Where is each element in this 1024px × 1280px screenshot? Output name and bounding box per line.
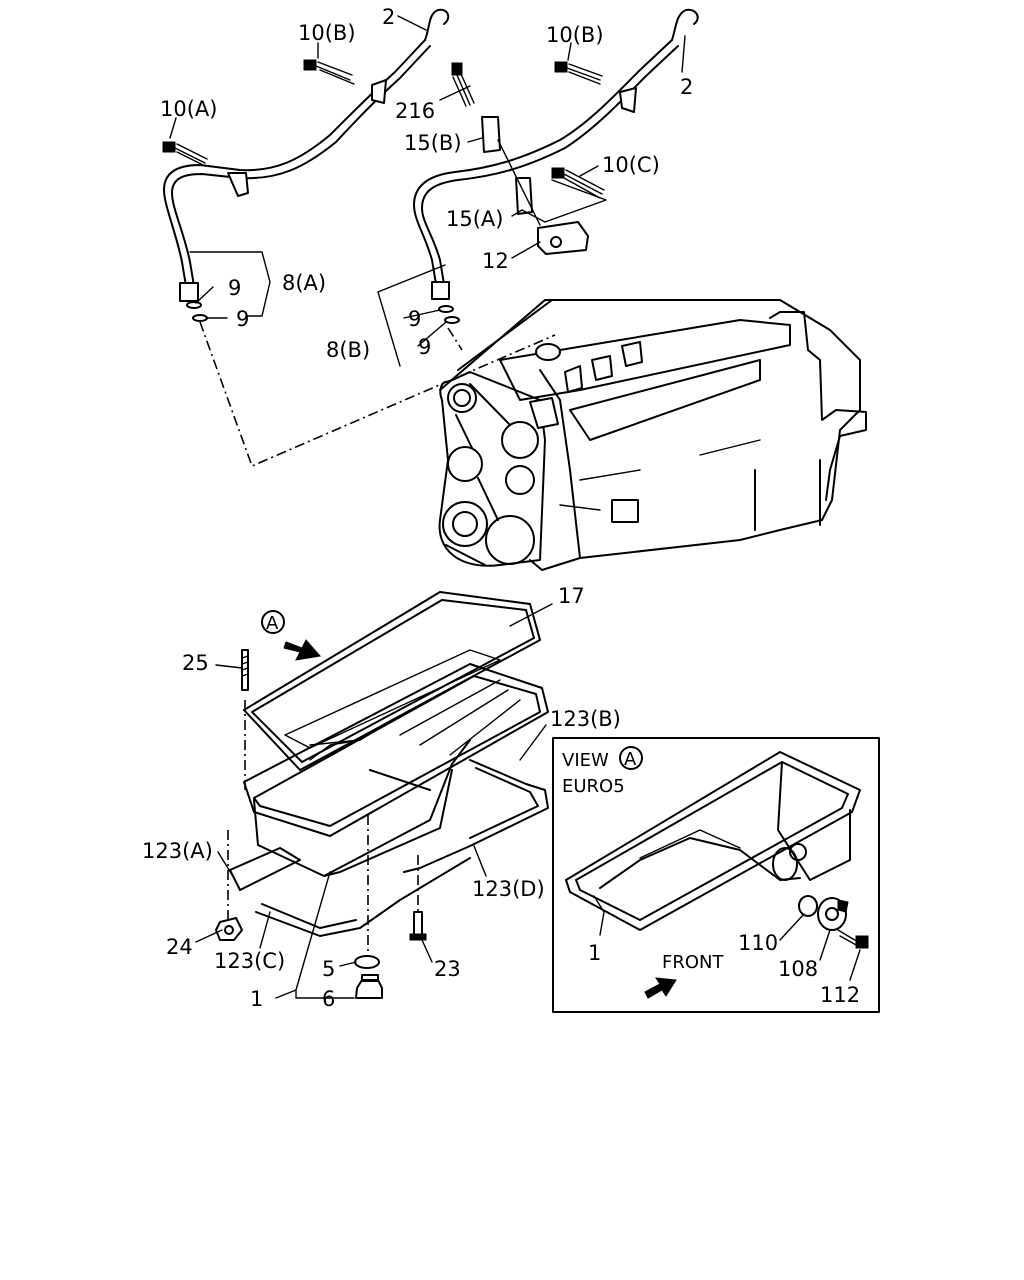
view-a-variant: EURO5 <box>562 776 625 797</box>
bracket-15a <box>515 177 533 215</box>
bracket-set <box>451 62 607 255</box>
bolt-112 <box>837 929 869 949</box>
label-1: 1 <box>250 987 263 1011</box>
label-6: 6 <box>322 987 335 1011</box>
stud-25 <box>241 649 249 691</box>
leader-lines-lower <box>195 603 553 999</box>
view-a-label-110: 110 <box>738 931 778 955</box>
label-8a: 8(A) <box>282 271 326 295</box>
label-10b-left: 10(B) <box>298 21 356 45</box>
bolt-10b-left <box>303 59 355 85</box>
label-10b-right: 10(B) <box>546 23 604 47</box>
label-2-left: 2 <box>382 5 395 29</box>
callout-labels: 10(B) 2 10(A) 10(B) 2 216 15(B) 10(C) 15… <box>142 5 693 1011</box>
dipstick-assembly-b <box>413 8 699 324</box>
tube-end-fitting <box>179 282 199 302</box>
view-a-title: VIEW <box>562 750 609 771</box>
front-arrow <box>644 977 677 999</box>
label-10c: 10(C) <box>602 153 660 177</box>
label-24: 24 <box>166 935 193 959</box>
engine-block <box>438 299 867 571</box>
label-23: 23 <box>434 957 461 981</box>
o-ring-9c <box>438 305 454 313</box>
label-2-right: 2 <box>680 75 693 99</box>
marker-a-letter: A <box>266 613 279 634</box>
view-a-oil-pan <box>565 751 861 931</box>
label-15b: 15(B) <box>404 131 462 155</box>
bolt-10c <box>551 167 605 199</box>
leader-lines-view <box>593 895 861 981</box>
label-123a: 123(A) <box>142 839 213 863</box>
dipstick-assembly-a <box>162 8 450 322</box>
o-ring-9a <box>186 301 202 309</box>
label-123d: 123(D) <box>472 877 545 901</box>
label-9d: 9 <box>418 335 431 359</box>
label-10a: 10(A) <box>160 97 217 121</box>
label-8b: 8(B) <box>326 338 370 362</box>
assembly-line-b <box>447 327 463 351</box>
bolt-10b-right <box>554 61 603 85</box>
label-17: 17 <box>558 584 585 608</box>
leader-lines-top <box>169 15 686 367</box>
label-9a: 9 <box>228 276 241 300</box>
bolt-216 <box>451 62 475 107</box>
view-a-labels: VIEW A EURO5 FRONT 1 110 108 112 <box>562 749 860 1007</box>
bracket-15b <box>481 116 501 153</box>
label-216: 216 <box>395 99 435 123</box>
view-marker-circle <box>261 610 285 634</box>
o-ring-9b <box>192 314 208 322</box>
view-a-label-1: 1 <box>588 941 601 965</box>
oil-pan-gasket-17 <box>243 591 541 771</box>
view-a-marker-circle <box>619 746 643 770</box>
sensor-108 <box>817 897 849 931</box>
drain-plug-6 <box>355 974 383 999</box>
view-a-label-112: 112 <box>820 983 860 1007</box>
label-123b: 123(B) <box>550 707 621 731</box>
nut-24 <box>215 917 243 941</box>
bracket-12 <box>537 221 589 255</box>
view-a-marker-letter: A <box>624 749 637 770</box>
label-9b: 9 <box>236 307 249 331</box>
view-a-front: FRONT <box>662 952 724 973</box>
direction-arrow-a <box>283 639 321 661</box>
view-a-label-108: 108 <box>778 957 818 981</box>
label-123c: 123(C) <box>214 949 285 973</box>
oil-pan-1 <box>243 663 549 877</box>
label-12: 12 <box>482 249 509 273</box>
bolt-23 <box>409 911 427 941</box>
label-5: 5 <box>322 957 335 981</box>
tube-bracket <box>227 172 249 197</box>
o-ring-110 <box>798 895 818 917</box>
label-15a: 15(A) <box>446 207 503 231</box>
o-ring-9d <box>444 316 460 324</box>
label-9c: 9 <box>408 307 421 331</box>
bolt-10a <box>162 141 208 167</box>
view-a-box <box>552 737 880 1013</box>
tube-end-fitting-b <box>431 281 450 300</box>
washer-5 <box>354 955 380 969</box>
gaskets-123 <box>229 759 549 937</box>
label-25: 25 <box>182 651 209 675</box>
dipstick-handle <box>424 8 450 41</box>
dipstick-handle-b <box>671 8 699 41</box>
